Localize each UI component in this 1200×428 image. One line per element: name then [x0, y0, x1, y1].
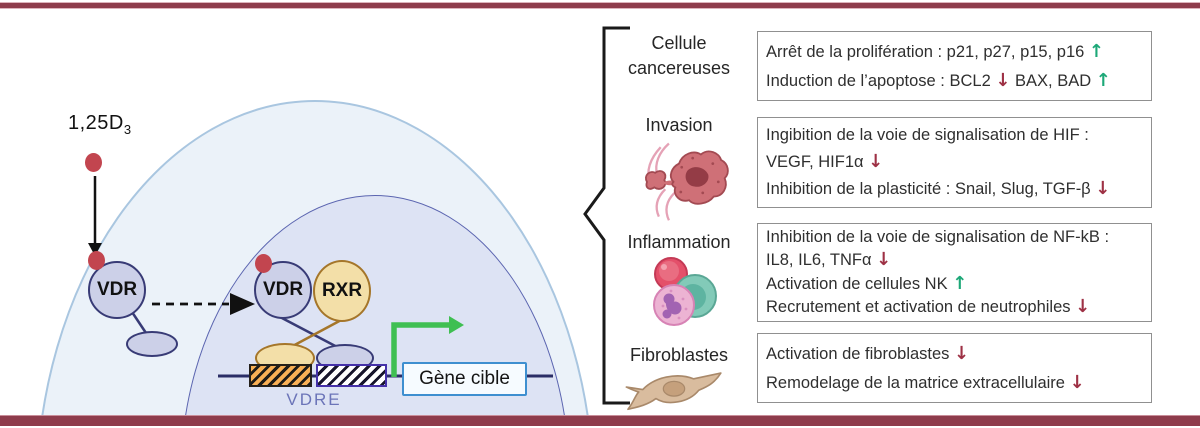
vdre-site-orange — [249, 364, 312, 387]
up-arrow-icon: ↑ — [1088, 41, 1104, 63]
rxr-label: RXR — [321, 280, 363, 301]
panel-label-inflammation: Inflammation — [604, 230, 754, 255]
up-arrow-icon: ↑ — [952, 272, 968, 294]
nuclear-vdr-ligand-icon — [255, 254, 272, 273]
effect-line: IL8, IL6, TNFα ↓ — [766, 249, 1143, 270]
rxr-receptor: RXR — [313, 260, 371, 322]
transcription-start-arrow — [391, 316, 464, 377]
panel-label-line: Inflammation — [627, 232, 731, 252]
top-accent-bar — [0, 2, 1200, 9]
effect-line: Induction de l’apoptose : BCL2 ↓ BAX, BA… — [766, 70, 1143, 91]
down-arrow-icon: ↓ — [1095, 178, 1111, 199]
panel-label-line: Fibroblastes — [629, 345, 729, 365]
panel-label-invasion: Invasion — [604, 113, 754, 138]
effect-line: Activation de cellules NK ↑ — [766, 273, 1143, 294]
target-gene-box: Gène cible — [402, 362, 527, 396]
down-arrow-icon: ↓ — [995, 69, 1011, 91]
invasion-cell-icon — [636, 137, 732, 225]
effect-text: Recrutement et activation de neutrophile… — [766, 297, 1076, 316]
effect-text: Ingibition de la voie de signalisation d… — [766, 126, 1089, 144]
brace — [583, 26, 630, 405]
effect-line: Remodelage de la matrice extracellulaire… — [766, 372, 1143, 393]
ligand-dot-icon — [85, 153, 102, 172]
effect-line: Ingibition de la voie de signalisation d… — [766, 126, 1143, 145]
down-arrow-icon: ↓ — [1075, 295, 1091, 317]
effect-text: BAX, BAD — [1010, 71, 1096, 90]
panel-label-line: cancereuses — [627, 58, 731, 78]
effect-line: Activation de fibroblastes ↓ — [766, 343, 1143, 364]
panel-box-inflammation: Inhibition de la voie de signalisation d… — [757, 223, 1152, 322]
panel-box-invasion: Ingibition de la voie de signalisation d… — [757, 117, 1152, 208]
effect-text: Inhibition de la voie de signalisation d… — [766, 228, 1110, 247]
rxr-dbd-link — [288, 316, 346, 350]
effect-line: VEGF, HIF1α ↓ — [766, 151, 1143, 172]
vdr-label: VDR — [96, 279, 138, 300]
effect-text: Arrêt de la prolifération : p21, p27, p1… — [766, 43, 1089, 62]
vdre-label: VDRE — [286, 390, 342, 409]
panel-label-line: Cellule — [651, 33, 707, 53]
up-arrow-icon: ↑ — [1095, 69, 1111, 91]
down-arrow-icon: ↓ — [1069, 371, 1085, 393]
panel-label-cancer-cells: Cellule cancereuses — [604, 31, 754, 81]
panel-label-fibroblasts: Fibroblastes — [604, 343, 754, 368]
effect-text: Remodelage de la matrice extracellulaire — [766, 373, 1070, 392]
translocation-dashed-arrow — [152, 293, 255, 315]
effect-line: Inhibition de la plasticité : Snail, Slu… — [766, 178, 1143, 199]
effect-line: Inhibition de la voie de signalisation d… — [766, 228, 1143, 247]
ligand-entry-arrow — [88, 176, 102, 256]
effect-text: Activation de cellules NK — [766, 274, 953, 293]
target-gene-label: Gène cible — [419, 368, 510, 389]
vdre-site-striped — [316, 364, 387, 387]
panel-label-line: Invasion — [645, 115, 713, 135]
effect-text: Inhibition de la plasticité : Snail, Slu… — [766, 180, 1096, 198]
ligand-label: 1,25D3 — [68, 112, 132, 137]
vdr-label: VDR — [262, 279, 304, 300]
effect-text: IL8, IL6, TNFα — [766, 251, 877, 270]
ligand-label-sub: 3 — [123, 122, 132, 137]
immune-cells-icon — [650, 256, 718, 338]
down-arrow-icon: ↓ — [868, 151, 884, 172]
effect-text: Activation de fibroblastes — [766, 345, 955, 364]
down-arrow-icon: ↓ — [876, 249, 892, 271]
panel-box-fibroblasts: Activation de fibroblastes ↓Remodelage d… — [757, 333, 1152, 403]
effect-line: Arrêt de la prolifération : p21, p27, p1… — [766, 41, 1143, 62]
panel-box-cancer-cells: Arrêt de la prolifération : p21, p27, p1… — [757, 31, 1152, 101]
effect-line: Recrutement et activation de neutrophile… — [766, 296, 1143, 317]
left-curly-brace — [583, 26, 630, 405]
vdr-hinge-ellipse — [126, 331, 178, 357]
vdr-dbd-link — [279, 315, 342, 351]
vdr-bound-ligand-icon — [88, 251, 105, 270]
ligand-label-text: 1,25D — [68, 112, 124, 134]
cytoplasmic-vdr: VDR — [88, 261, 146, 319]
bottom-accent-bar — [0, 415, 1200, 426]
effect-text: VEGF, HIF1α — [766, 153, 869, 171]
down-arrow-icon: ↓ — [954, 343, 970, 365]
vdr-hinge-line — [130, 311, 148, 334]
fibroblast-icon — [624, 369, 724, 415]
effect-text: Induction de l’apoptose : BCL2 — [766, 71, 996, 90]
